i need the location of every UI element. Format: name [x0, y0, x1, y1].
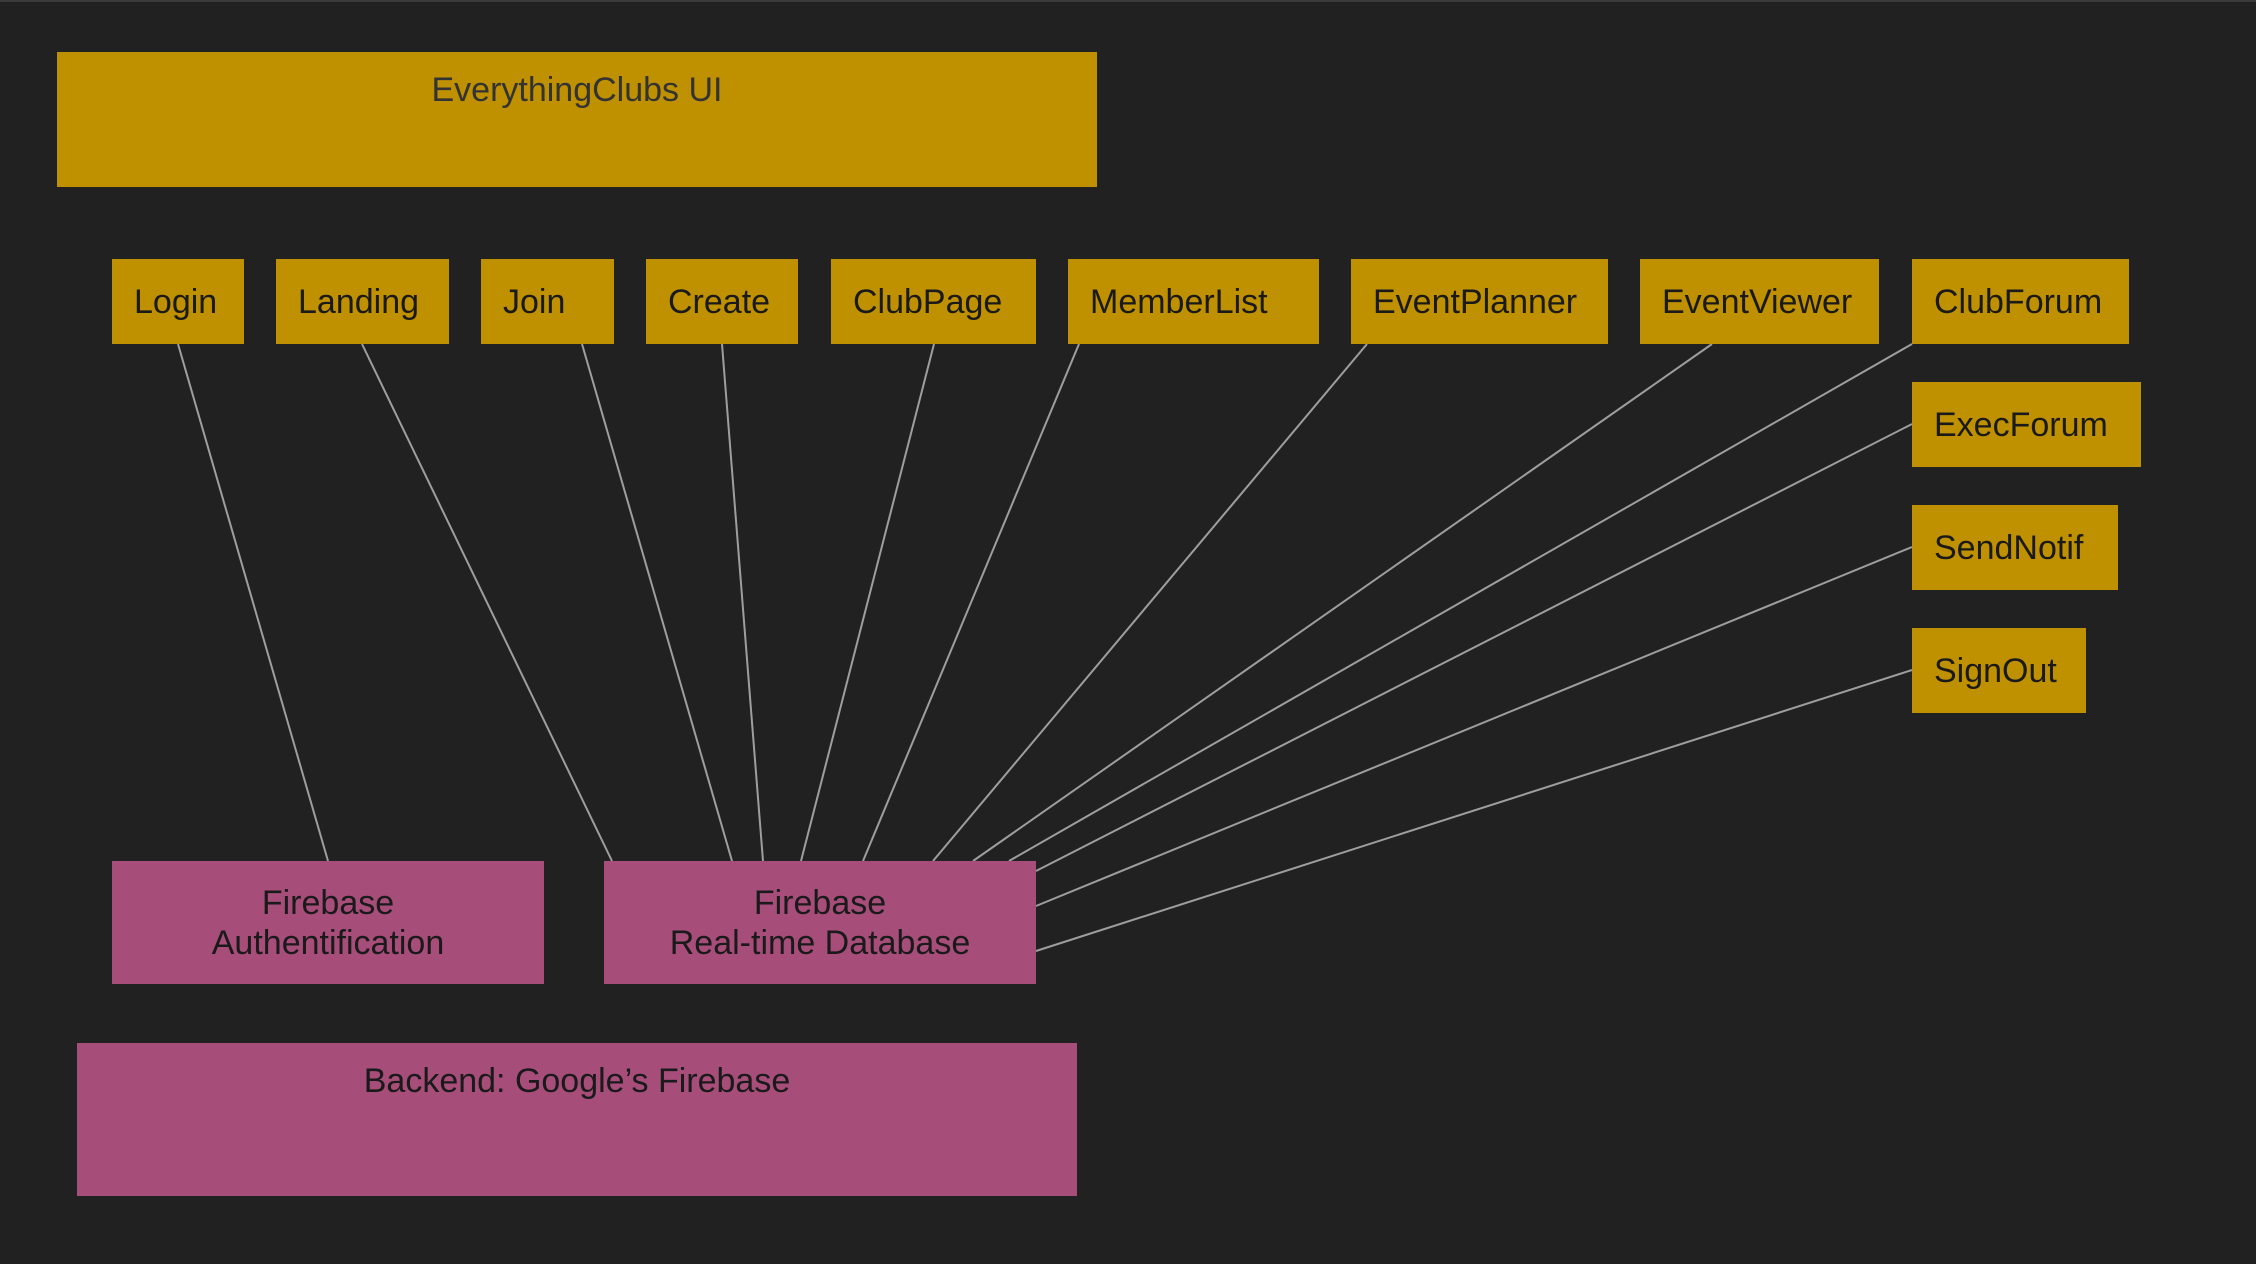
service-name: Firebase — [753, 883, 887, 922]
edge-landing-rtdb — [361, 343, 613, 862]
component-join: Join — [481, 259, 614, 344]
component-label: EventPlanner — [1373, 282, 1578, 321]
service-firebase-rtdb: Firebase Real-time Database — [604, 861, 1036, 984]
edge-join-rtdb — [581, 343, 733, 862]
component-label: Join — [503, 282, 566, 321]
frontend-ui-title: EverythingClubs UI — [431, 71, 723, 109]
component-sendnotif: SendNotif — [1912, 505, 2118, 590]
component-label: ClubPage — [853, 282, 1003, 321]
component-label: Login — [134, 282, 218, 321]
component-label: SignOut — [1934, 651, 2057, 690]
component-label: SendNotif — [1934, 528, 2084, 567]
edge-signout-rtdb — [1035, 669, 1913, 952]
component-clubpage: ClubPage — [831, 259, 1036, 344]
service-name: Firebase — [261, 883, 395, 922]
backend-block: Backend: Google’s Firebase — [77, 1043, 1077, 1196]
edge-login-auth — [177, 343, 329, 862]
edge-execforum-rtdb — [1035, 423, 1913, 872]
edge-eventviewer-rtdb — [972, 343, 1713, 862]
component-eventviewer: EventViewer — [1640, 259, 1879, 344]
service-firebase-auth: Firebase Authentification — [112, 861, 544, 984]
component-label: ExecForum — [1934, 405, 2108, 444]
component-execforum: ExecForum — [1912, 382, 2141, 467]
component-label: EventViewer — [1662, 282, 1853, 321]
backend-title: Backend: Google’s Firebase — [363, 1062, 791, 1100]
edge-memberlist-rtdb — [862, 343, 1080, 862]
component-label: MemberList — [1090, 282, 1268, 321]
frontend-ui-block: EverythingClubs UI — [57, 52, 1097, 187]
edge-eventplanner-rtdb — [932, 343, 1368, 862]
component-memberlist: MemberList — [1068, 259, 1319, 344]
edge-sendnotif-rtdb — [1035, 546, 1913, 907]
component-label: Create — [668, 282, 771, 321]
component-label: ClubForum — [1934, 282, 2103, 321]
service-name-detail: Authentification — [211, 923, 445, 962]
service-name-detail: Real-time Database — [669, 923, 971, 962]
component-landing: Landing — [276, 259, 449, 344]
edge-clubpage-rtdb — [800, 343, 935, 862]
component-label: Landing — [298, 282, 420, 321]
component-clubforum: ClubForum — [1912, 259, 2129, 344]
top-border — [0, 0, 2256, 2]
component-eventplanner: EventPlanner — [1351, 259, 1608, 344]
edge-create-rtdb — [721, 343, 764, 862]
component-create: Create — [646, 259, 798, 344]
component-login: Login — [112, 259, 244, 344]
edge-clubforum-rtdb — [1008, 343, 1913, 862]
component-signout: SignOut — [1912, 628, 2086, 713]
